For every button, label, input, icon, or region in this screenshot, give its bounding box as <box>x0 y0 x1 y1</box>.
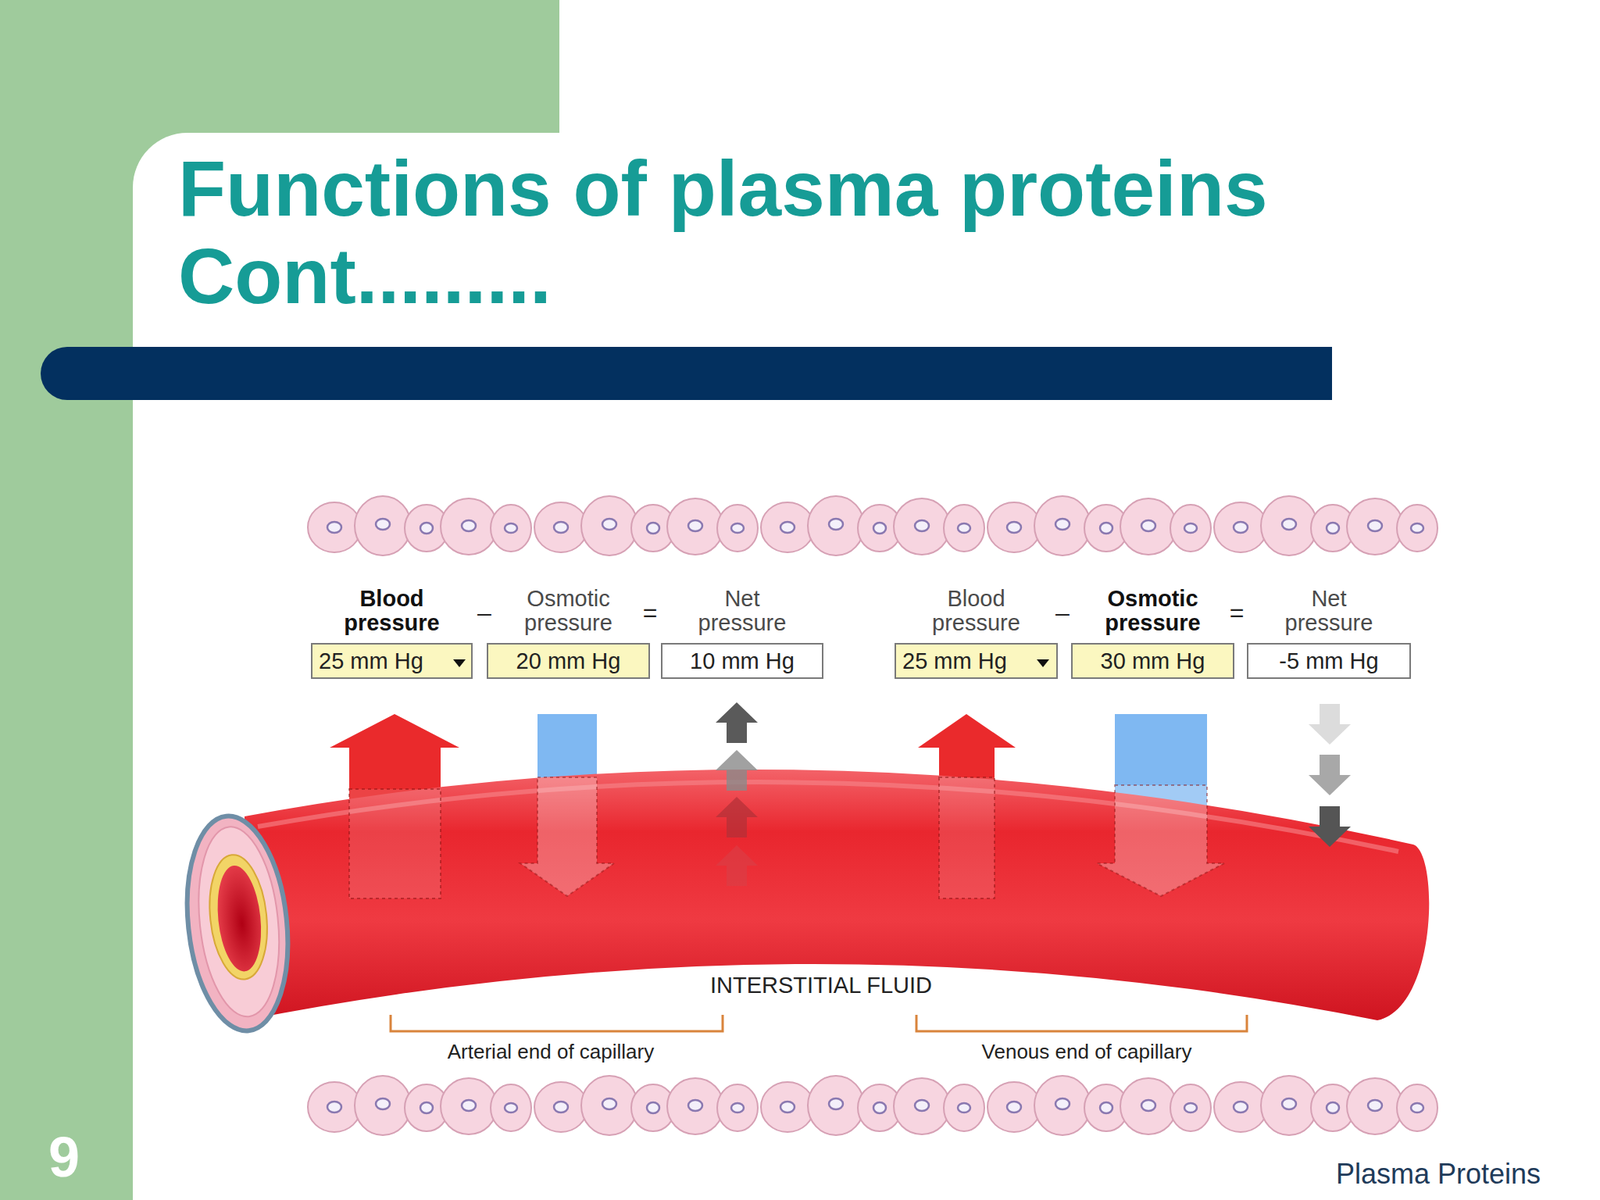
pressure-heading: Net pressure <box>1275 586 1383 636</box>
dropdown-mark <box>453 659 466 668</box>
operator-sign: – <box>468 596 500 629</box>
pressure-heading: Osmotic pressure <box>515 586 622 636</box>
footer-text: Plasma Proteins <box>1228 1156 1541 1192</box>
pressure-heading: Blood pressure <box>339 586 446 636</box>
capillary-end-label: Arterial end of capillary <box>355 1039 747 1065</box>
pressure-box: Net pressure -5 mm Hg <box>1246 586 1411 679</box>
net-arrow <box>1308 754 1351 796</box>
capillary-end-label: Venous end of capillary <box>891 1039 1283 1065</box>
pressure-box: Osmotic pressure 20 mm Hg <box>486 586 650 679</box>
net-arrow <box>1308 806 1351 847</box>
pressure-heading: Net pressure <box>689 586 796 636</box>
net-arrow <box>1308 703 1351 745</box>
pressure-box: Blood pressure 25 mm Hg <box>894 586 1058 679</box>
pressure-value: 25 mm Hg <box>310 642 473 679</box>
slide-number: 9 <box>32 1121 96 1193</box>
endothelium-ring <box>203 852 273 983</box>
pressure-value: 30 mm Hg <box>1071 642 1235 679</box>
pressure-heading: Osmotic pressure <box>1100 586 1207 636</box>
pressure-value: -5 mm Hg <box>1246 642 1411 679</box>
pressure-heading: Blood pressure <box>923 586 1030 636</box>
content-panel <box>132 132 1600 1200</box>
operator-sign: – <box>1046 596 1079 629</box>
region-bracket <box>390 1014 723 1032</box>
pressure-value: 25 mm Hg <box>894 642 1058 679</box>
cell-row <box>306 488 1440 567</box>
slide-title: Functions of plasma proteins Cont.......… <box>178 144 1335 320</box>
pressure-box: Osmotic pressure 30 mm Hg <box>1071 586 1235 679</box>
capillary-tube <box>244 769 1429 1021</box>
green-band <box>0 0 133 1200</box>
capillary-wall <box>189 822 288 1021</box>
cell-row <box>306 1067 1440 1147</box>
net-arrow <box>715 750 758 791</box>
osmotic-arrow-ghost <box>1096 785 1225 897</box>
region-bracket <box>916 1014 1247 1032</box>
net-arrow <box>715 796 758 838</box>
osmotic-arrow-ghost <box>520 777 615 897</box>
pressure-value: 10 mm Hg <box>660 642 824 679</box>
pressure-box: Net pressure 10 mm Hg <box>660 586 824 679</box>
net-arrow <box>715 845 758 886</box>
dropdown-mark <box>1036 659 1050 668</box>
pressure-arrow-ghost <box>349 789 441 899</box>
capillary-wall <box>177 810 298 1036</box>
pressure-arrow-ghost <box>939 777 995 899</box>
region-label: INTERSTITIAL FLUID <box>625 971 1017 1000</box>
operator-sign: = <box>634 596 666 629</box>
net-arrow <box>715 702 758 743</box>
capillary-lumen <box>212 863 266 974</box>
operator-sign: = <box>1221 596 1253 629</box>
pressure-box: Blood pressure 25 mm Hg <box>310 586 473 679</box>
pressure-value: 20 mm Hg <box>486 642 650 679</box>
title-bar <box>40 346 1333 400</box>
